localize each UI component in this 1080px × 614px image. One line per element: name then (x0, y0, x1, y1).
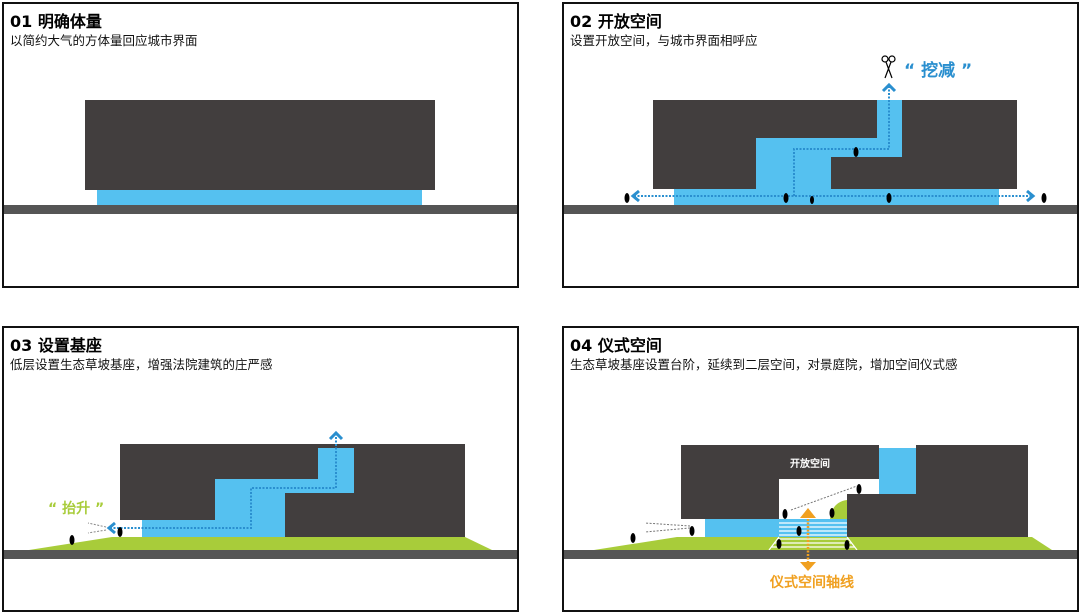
ground-line (564, 550, 1077, 559)
sight-lines (644, 485, 858, 533)
lower-open-space (705, 519, 779, 537)
diagram-02: “ 挖减 ” (564, 55, 1077, 214)
panel-01: 01 明确体量 以简约大气的方体量回应城市界面 (2, 2, 519, 288)
carve-label: “ 挖减 ” (904, 60, 972, 81)
upper-open-space (879, 448, 916, 494)
diagram-01 (4, 100, 517, 214)
ground-line (4, 550, 517, 559)
panel-title: 01 明确体量 (10, 12, 102, 31)
stepped-open-space (142, 448, 354, 537)
circulation-path (634, 86, 1032, 197)
building-right (916, 445, 1028, 537)
panel-title: 04 仪式空间 (570, 336, 662, 355)
panel-title: 02 开放空间 (570, 12, 662, 31)
people (624, 147, 1047, 204)
axis-label: 仪式空间轴线 (769, 574, 854, 591)
panel-03: “ 抬升 ” 03 设置基座 低层设置生态草坡基座，增强法院建筑的庄严感 (2, 326, 519, 612)
ground-line (564, 205, 1077, 214)
panel-title: 03 设置基座 (10, 336, 102, 355)
diagram-03: “ 抬升 ” (4, 430, 517, 559)
people (630, 484, 862, 550)
panel-02: “ 挖减 ” 02 开放空间 设置开放空间，与城市界面相呼应 (562, 2, 1079, 288)
building-left (681, 445, 879, 519)
circulation-path (110, 434, 337, 529)
ground-line (4, 205, 517, 214)
arrow-heads (630, 82, 1036, 203)
stairs-upper (779, 519, 847, 537)
open-space-label: 开放空间 (790, 457, 830, 470)
diagram-04: 开放空间 仪式空间轴线 (564, 445, 1077, 591)
panel-subtitle: 以简约大气的方体量回应城市界面 (10, 33, 198, 48)
arrow-heads (106, 430, 344, 535)
panel-04: 开放空间 仪式空间轴线 04 仪式空间 生态草坡基座设置台阶，延续到二层空间，对… (562, 326, 1079, 612)
building-lower-mid (847, 494, 916, 537)
lift-label: “ 抬升 ” (48, 500, 104, 517)
stair-treads (768, 522, 858, 551)
people (69, 527, 123, 545)
ground-floor-open-space (97, 190, 422, 205)
carved-open-space (674, 100, 999, 205)
sight-lines (87, 522, 107, 534)
axis-arrow (800, 508, 816, 571)
scissors-icon (881, 55, 896, 79)
panel-subtitle: 低层设置生态草坡基座，增强法院建筑的庄严感 (10, 357, 273, 372)
panel-subtitle: 设置开放空间，与城市界面相呼应 (570, 33, 758, 48)
panel-subtitle: 生态草坡基座设置台阶，延续到二层空间，对景庭院，增加空间仪式感 (570, 357, 958, 372)
grass-podium (29, 537, 492, 550)
building-mass (85, 100, 435, 190)
